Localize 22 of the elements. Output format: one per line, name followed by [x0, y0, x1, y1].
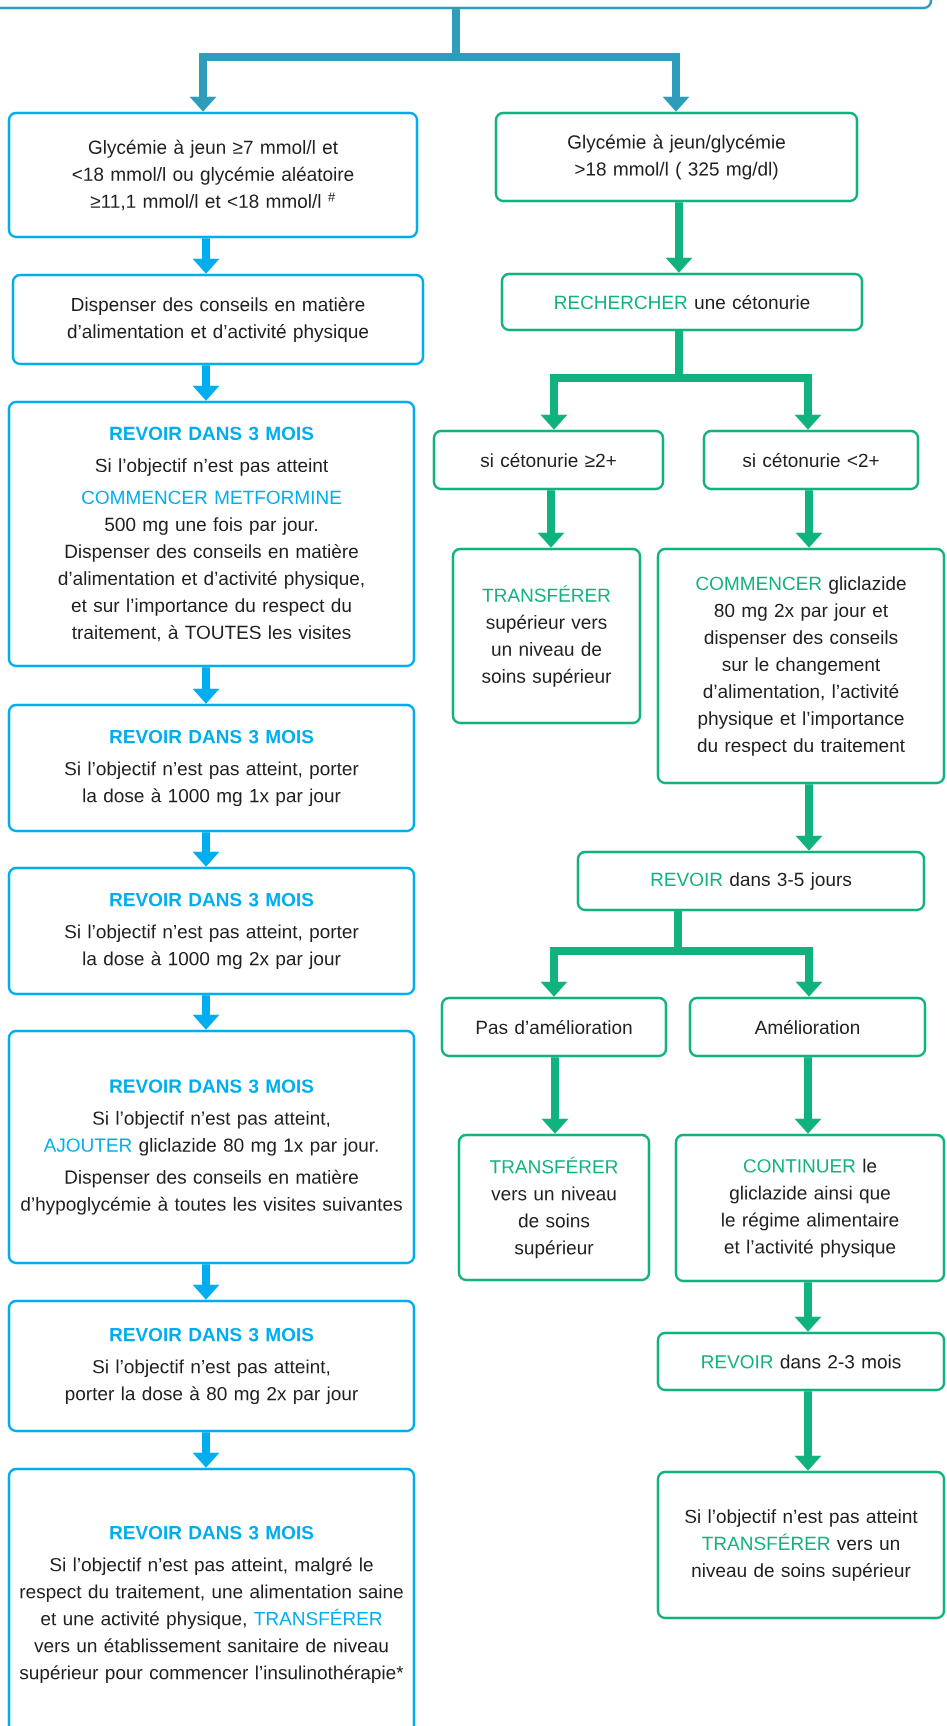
process-box: REVOIR DANS 3 MOIS Si l’objectif n’est pas atteint, AJOUTER gliclazide 80 mg 1x par jour. Dispenser des conseils en matière d’hypoglycémie à toutes les visites suivantes	[7, 1029, 416, 1265]
process-box: REVOIR DANS 3 MOIS Si l’objectif n’est pas atteint, porter la dose à 1000 mg 2x par jour	[7, 866, 416, 996]
process-box: Si l’objectif n’est pas atteint TRANSFÉRER vers un niveau de soins supérieur	[656, 1470, 946, 1620]
process-box: REVOIR DANS 3 MOIS Si l’objectif n’est pas atteint, porter la dose à 1000 mg 1x par jour	[7, 703, 416, 833]
process-box: Pas d’amélioration	[440, 996, 668, 1058]
process-box: Dispenser des conseils en matière d’alimentation et d’activité physique	[11, 273, 425, 366]
process-box: Glycémie à jeun/glycémie >18 mmol/l ( 325 mg/dl)	[494, 111, 859, 203]
process-box: REVOIR DANS 3 MOIS Si l’objectif n’est pas atteint, malgré le respect du traitement, une alimentation saine et une activité physique, TRANSFÉRER vers un établissement sanitaire de niveau supérieur pour commencer l’insulinothérapie*	[7, 1467, 416, 1726]
process-box: TRANSFÉRER supérieur vers un niveau de soins supérieur	[451, 547, 642, 725]
process-box: si cétonurie ≥2+	[432, 429, 665, 491]
process-box: COMMENCER gliclazide 80 mg 2x par jour et dispenser des conseils sur le changement d’alimentation, l’activité physique et l’importance du respect du traitement	[656, 547, 946, 785]
header-box	[0, 0, 933, 10]
process-box: CONTINUER le gliclazide ainsi que le régime alimentaire et l’activité physique	[674, 1133, 946, 1283]
process-box: REVOIR dans 2-3 mois	[656, 1331, 946, 1392]
process-box: REVOIR DANS 3 MOIS Si l’objectif n’est pas atteint, porter la dose à 80 mg 2x par jour	[7, 1299, 416, 1433]
process-box: REVOIR dans 3-5 jours	[576, 850, 926, 912]
process-box: RECHERCHER une cétonurie	[500, 272, 864, 332]
process-box: Amélioration	[688, 996, 927, 1058]
process-box: TRANSFÉRER vers un niveau de soins supérieur	[457, 1133, 651, 1282]
process-box: Glycémie à jeun ≥7 mmol/l et <18 mmol/l ou glycémie aléatoire ≥11,1 mmol/l et <18 mmol/l $^{#}$	[7, 111, 419, 239]
process-box: si cétonurie <2+	[702, 429, 920, 491]
process-box: REVOIR DANS 3 MOIS Si l’objectif n’est pas atteint COMMENCER METFORMINE 500 mg une fois par jour. Dispenser des conseils en matière d’alimentation et d’activité physique, et sur l’importance du respect du traitement, à TOUTES les visites	[7, 400, 416, 668]
